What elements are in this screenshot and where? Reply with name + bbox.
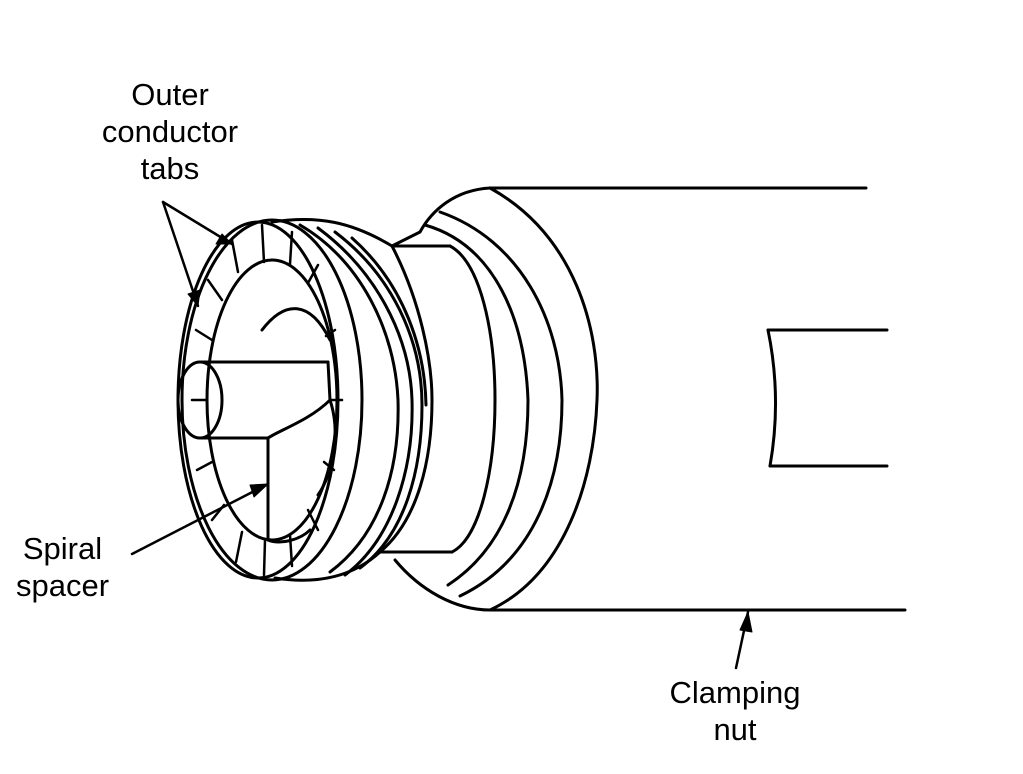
label-clamping-nut: Clamping nut [630,674,840,748]
threaded-rings [270,217,434,582]
label-line: Spiral [22,531,103,566]
label-line: tabs [140,151,200,186]
nut-leader-arrow [734,610,753,670]
clamping-nut [390,186,599,612]
spacer-leader-arrow [130,482,270,556]
label-line: Outer [131,77,209,112]
label-spiral-spacer: Spiral spacer [0,530,125,604]
label-outer-conductor-tabs: Outer conductor tabs [60,76,280,187]
arrowhead-icon [187,289,201,307]
cable-body [488,186,907,612]
label-line: Clamping [669,675,801,710]
center-conductor-pin [176,360,332,440]
arrowhead-icon [249,483,269,498]
label-line: conductor [101,114,239,149]
label-line: spacer [15,568,110,603]
tabs-leader-arrows [161,200,234,308]
neck-cylinder [378,244,497,554]
label-line: nut [713,712,757,747]
arrowhead-icon [739,611,753,633]
outer-conductor-tabs [190,223,344,577]
arrowhead-icon [215,233,233,245]
